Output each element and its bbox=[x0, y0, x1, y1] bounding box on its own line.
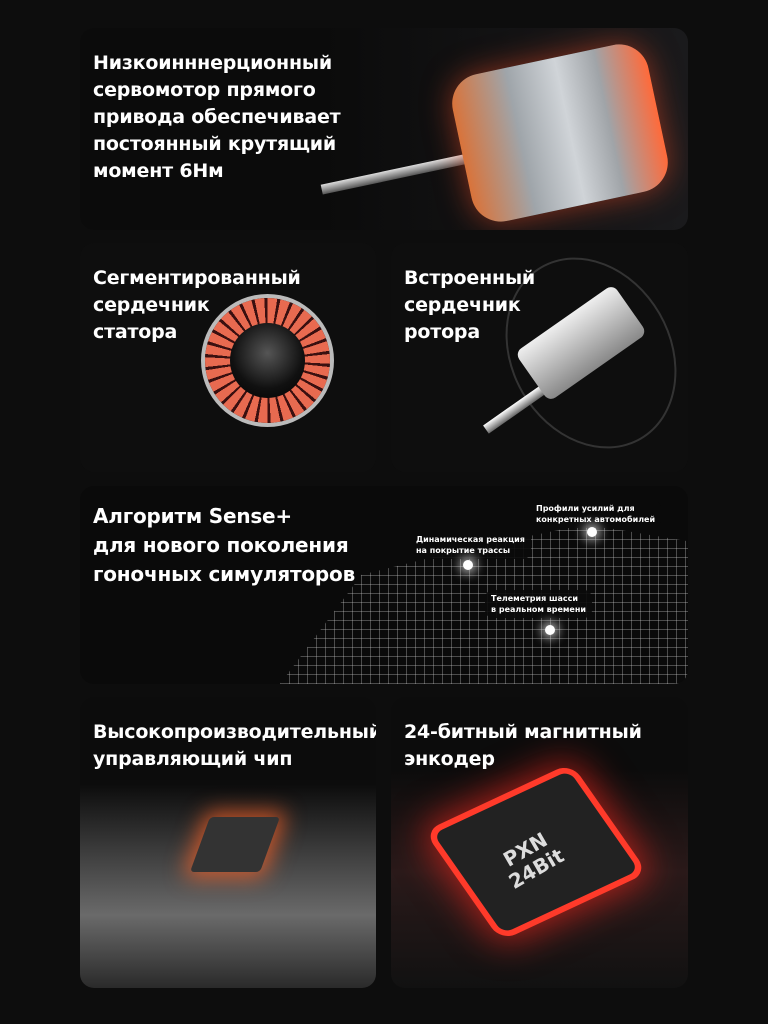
encoder-card: 24-битный магнитный энкодер PXN 24Bit bbox=[391, 697, 688, 988]
rotor-card: Встроенный сердечник ротора bbox=[391, 243, 688, 472]
title-line: для нового поколения bbox=[93, 533, 349, 557]
title-line: постоянный крутящий bbox=[93, 133, 336, 155]
title-line: Высокопроизводительный bbox=[93, 721, 376, 743]
callout-line: в реальном времени bbox=[491, 605, 586, 614]
callout-force-profiles: Профили усилий для конкретных автомобиле… bbox=[530, 500, 662, 528]
title-line: 24-битный магнитный bbox=[404, 721, 642, 743]
card-title: Высокопроизводительный управляющий чип bbox=[93, 719, 376, 773]
title-line: Низкоинннерционный bbox=[93, 52, 332, 74]
title-line: энкодер bbox=[404, 748, 495, 770]
card-title: 24-битный магнитный энкодер bbox=[404, 719, 642, 773]
card-title: Низкоинннерционный сервомотор прямого пр… bbox=[93, 50, 341, 185]
control-chip-image bbox=[189, 817, 281, 872]
algorithm-card: Алгоритм Sense+ для нового поколения гон… bbox=[80, 486, 688, 684]
title-line: Алгоритм Sense+ bbox=[93, 504, 292, 528]
title-line: сердечник bbox=[404, 294, 521, 316]
callout-line: Профили усилий для bbox=[536, 504, 635, 513]
card-title: Встроенный сердечник ротора bbox=[404, 265, 535, 346]
callout-line: на покрытие трассы bbox=[416, 546, 511, 555]
servo-motor-card: Низкоинннерционный сервомотор прямого пр… bbox=[80, 28, 688, 230]
hotspot-dot bbox=[463, 560, 473, 570]
title-line: гоночных симуляторов bbox=[93, 562, 356, 586]
callout-line: Телеметрия шасси bbox=[491, 594, 579, 603]
title-line: ротора bbox=[404, 321, 480, 343]
title-line: управляющий чип bbox=[93, 748, 293, 770]
motor-shaft-image bbox=[320, 151, 480, 195]
title-line: Встроенный bbox=[404, 267, 536, 289]
servo-motor-image bbox=[446, 38, 674, 228]
callout-dynamic-response: Динамическая реакция на покрытие трассы bbox=[410, 531, 531, 559]
card-title: Алгоритм Sense+ для нового поколения гон… bbox=[93, 502, 355, 589]
title-line: Сегментированный bbox=[93, 267, 301, 289]
title-line: сервомотор прямого bbox=[93, 79, 316, 101]
title-line: сердечник bbox=[93, 294, 210, 316]
callout-line: конкретных автомобилей bbox=[536, 515, 656, 524]
stator-card: Сегментированный сердечник статора bbox=[80, 243, 376, 472]
hotspot-dot bbox=[587, 527, 597, 537]
card-title: Сегментированный сердечник статора bbox=[93, 265, 301, 346]
title-line: привода обеспечивает bbox=[93, 106, 341, 128]
title-line: статора bbox=[93, 321, 178, 343]
callout-line: Динамическая реакция bbox=[416, 535, 525, 544]
callout-telemetry: Телеметрия шасси в реальном времени bbox=[485, 590, 592, 618]
title-line: момент 6Нм bbox=[93, 160, 224, 182]
stator-image bbox=[205, 298, 330, 423]
control-chip-card: Высокопроизводительный управляющий чип bbox=[80, 697, 376, 988]
hotspot-dot bbox=[545, 625, 555, 635]
